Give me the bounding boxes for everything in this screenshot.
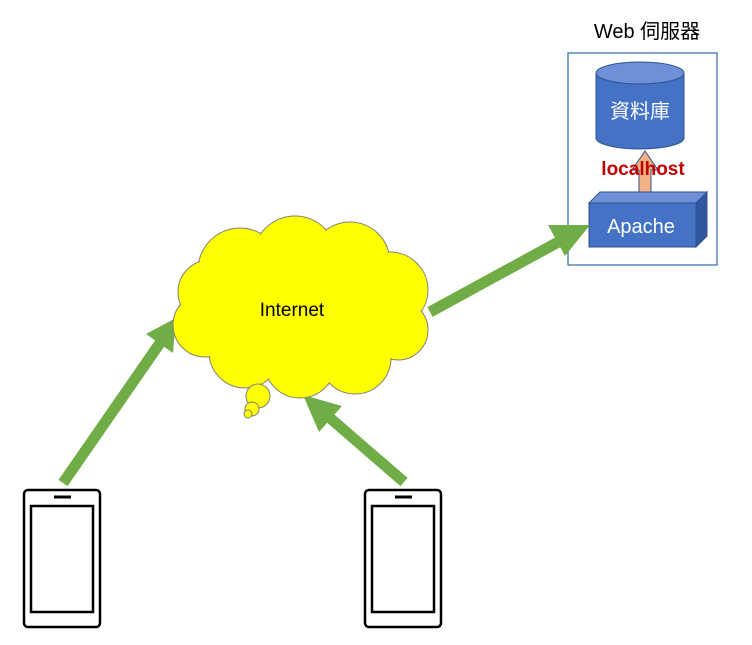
apache-label: Apache xyxy=(607,216,675,238)
apache-block xyxy=(587,190,709,249)
arrow-phone-left-to-internet xyxy=(58,318,176,487)
phone-left-icon xyxy=(22,488,102,629)
phone-right-icon xyxy=(363,488,443,629)
database-label: 資料庫 xyxy=(610,99,670,123)
database-icon xyxy=(595,61,685,150)
server-title: Web 伺服器 xyxy=(594,20,700,43)
cloud-icon xyxy=(172,215,429,419)
internet-label: Internet xyxy=(260,300,325,321)
arrow-internet-to-server xyxy=(427,225,590,317)
localhost-label: localhost xyxy=(601,159,685,180)
arrow-phone-right-to-internet xyxy=(303,395,408,487)
